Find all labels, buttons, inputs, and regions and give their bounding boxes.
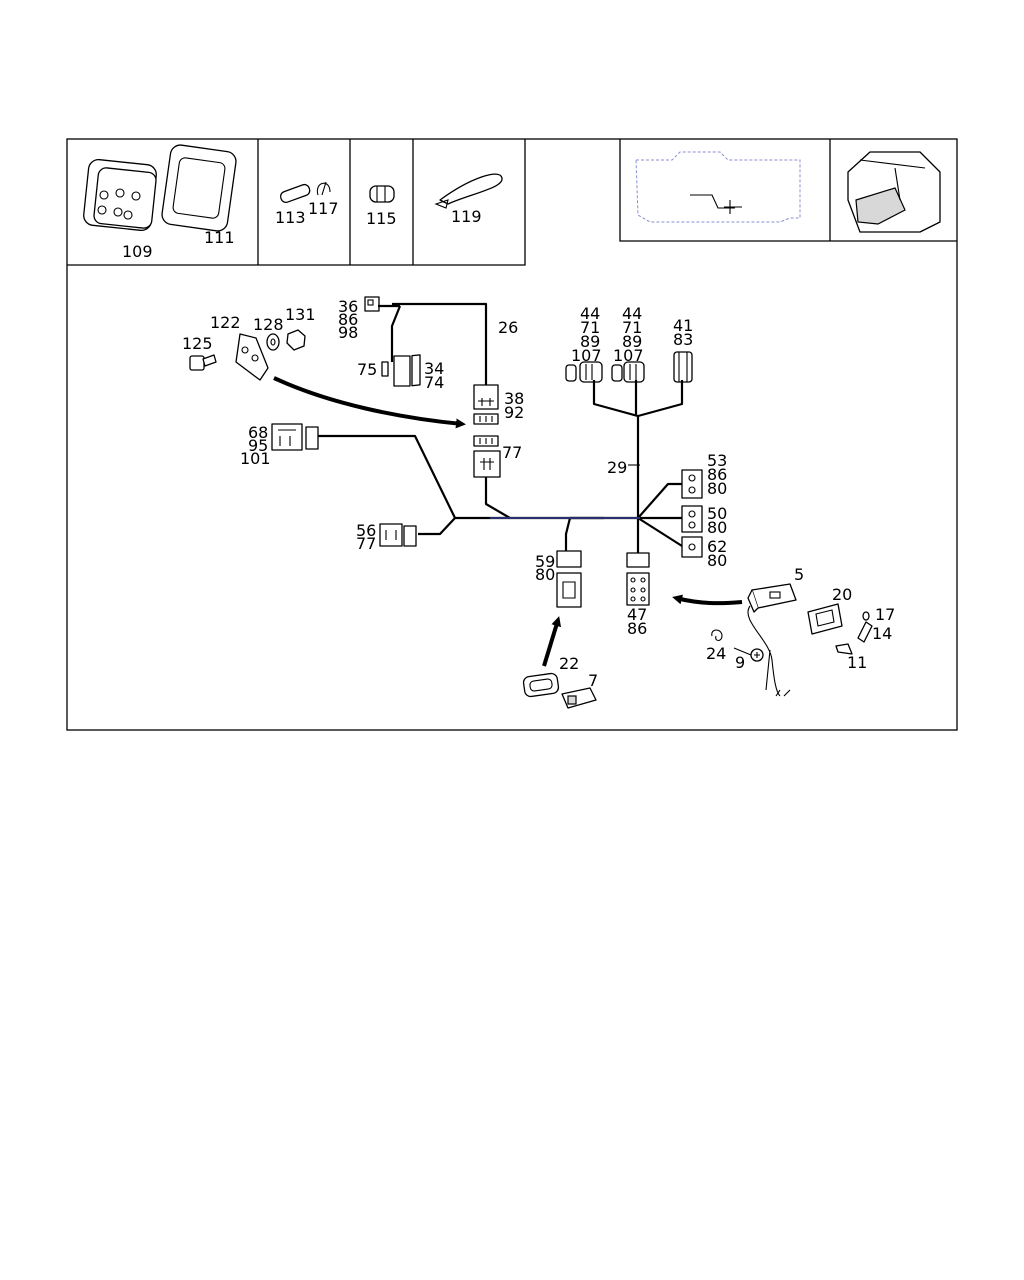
label-59: 59 xyxy=(535,552,555,571)
washer-icon xyxy=(266,333,280,351)
label-17: 17 xyxy=(875,605,895,624)
label-86a: 86 xyxy=(338,310,358,329)
label-74: 74 xyxy=(424,373,444,392)
label-47: 47 xyxy=(627,605,647,624)
label-89a: 89 xyxy=(580,332,600,351)
label-122: 122 xyxy=(210,313,241,332)
label-38: 38 xyxy=(504,389,524,408)
diagram-frame xyxy=(66,138,958,731)
label-115: 115 xyxy=(366,209,397,228)
label-77a: 77 xyxy=(502,443,522,462)
clip-icon xyxy=(316,181,331,196)
label-89b: 89 xyxy=(622,332,642,351)
label-95: 95 xyxy=(248,436,268,455)
label-109: 109 xyxy=(122,242,153,261)
label-11: 11 xyxy=(847,653,867,672)
label-80c: 80 xyxy=(707,551,727,570)
label-9: 9 xyxy=(735,653,745,672)
knob-14-icon xyxy=(857,621,873,643)
label-71a: 71 xyxy=(580,318,600,337)
label-92: 92 xyxy=(504,403,524,422)
label-86b: 86 xyxy=(707,465,727,484)
connector-107a-icon xyxy=(565,361,603,383)
label-125: 125 xyxy=(182,334,213,353)
seat-icon xyxy=(847,151,941,233)
label-14: 14 xyxy=(872,624,892,643)
vehicle-outline-icon xyxy=(635,151,801,223)
nut-icon xyxy=(286,329,306,351)
relay-34-icon xyxy=(393,354,421,387)
label-26: 26 xyxy=(498,318,518,337)
rubber-grommet-icon xyxy=(83,158,157,232)
assembly-arrows xyxy=(273,376,743,667)
connector-50-icon xyxy=(681,505,703,533)
label-113: 113 xyxy=(275,208,306,227)
switch-7-icon xyxy=(561,687,597,709)
label-62: 62 xyxy=(707,537,727,556)
label-131: 131 xyxy=(285,305,316,324)
clip-24-icon xyxy=(711,629,723,642)
label-80d: 80 xyxy=(535,565,555,584)
label-86c: 86 xyxy=(627,619,647,638)
label-128: 128 xyxy=(253,315,284,334)
connector-56-icon xyxy=(379,523,417,547)
connector-77-icon xyxy=(473,450,501,478)
label-80b: 80 xyxy=(707,518,727,537)
connector-38-icon xyxy=(473,384,499,410)
label-77b: 77 xyxy=(356,534,376,553)
label-111: 111 xyxy=(204,228,235,247)
lever-11-icon xyxy=(835,643,853,655)
label-71b: 71 xyxy=(622,318,642,337)
label-107b: 107 xyxy=(613,346,644,365)
plug-icon xyxy=(369,185,395,203)
screw-9-icon xyxy=(733,647,764,662)
sleeve-icon xyxy=(279,183,311,204)
button-22-icon xyxy=(522,672,560,698)
control-unit-icon xyxy=(747,583,797,613)
label-36: 36 xyxy=(338,297,358,316)
pin-17-icon xyxy=(862,611,870,621)
label-117: 117 xyxy=(308,199,339,218)
frame-20-icon xyxy=(807,603,843,635)
label-75: 75 xyxy=(357,360,377,379)
label-80a: 80 xyxy=(707,479,727,498)
label-68: 68 xyxy=(248,423,268,442)
connector-strip-icon xyxy=(473,413,499,447)
label-98: 98 xyxy=(338,323,358,342)
label-7: 7 xyxy=(588,671,598,690)
part-labels: 109 111 113 117 115 119 122 128 131 125 … xyxy=(122,199,895,690)
wiring-harness-icon xyxy=(318,302,791,697)
label-44a: 44 xyxy=(580,304,600,323)
label-44b: 44 xyxy=(622,304,642,323)
connector-47-icon xyxy=(626,552,650,606)
label-53: 53 xyxy=(707,451,727,470)
connector-53-icon xyxy=(681,469,703,499)
label-50: 50 xyxy=(707,504,727,523)
connector-36-icon xyxy=(364,296,380,312)
connector-41-icon xyxy=(673,351,693,383)
cable-tie-icon xyxy=(434,173,503,209)
label-34: 34 xyxy=(424,359,444,378)
label-22: 22 xyxy=(559,654,579,673)
connector-62-icon xyxy=(681,536,703,558)
sensor-75-icon xyxy=(381,361,389,377)
gasket-frame-icon xyxy=(161,144,237,232)
label-5: 5 xyxy=(794,565,804,584)
label-107a: 107 xyxy=(571,346,602,365)
label-119: 119 xyxy=(451,207,482,226)
label-29: 29 xyxy=(607,458,627,477)
label-56: 56 xyxy=(356,521,376,540)
label-83: 83 xyxy=(673,330,693,349)
connector-68-icon xyxy=(271,423,319,451)
label-24: 24 xyxy=(706,644,726,663)
label-20: 20 xyxy=(832,585,852,604)
connector-107b-icon xyxy=(611,361,645,383)
mounting-bracket-icon xyxy=(235,333,269,381)
connector-59-icon xyxy=(556,550,582,608)
label-101: 101 xyxy=(240,449,271,468)
bolt-icon xyxy=(189,354,217,371)
label-41: 41 xyxy=(673,316,693,335)
